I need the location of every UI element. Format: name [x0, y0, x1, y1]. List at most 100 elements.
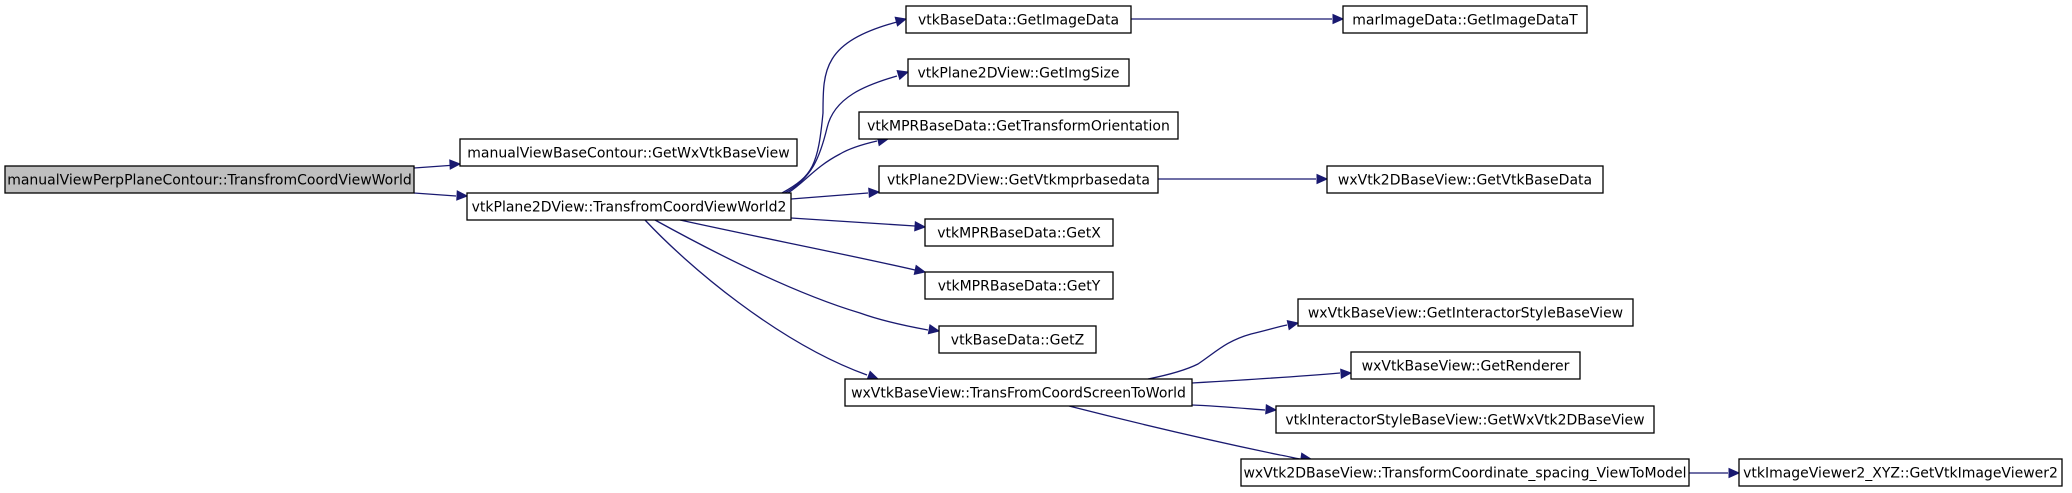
arrowhead-icon: [449, 159, 462, 170]
node-label: wxVtkBaseView::GetInteractorStyleBaseVie…: [1308, 306, 1623, 322]
node-label: vtkMPRBaseData::GetY: [938, 279, 1101, 295]
edge-line: [1191, 372, 1341, 384]
node-box: [938, 325, 1097, 354]
node-label: wxVtkBaseView::TransFromCoordScreenToWor…: [851, 386, 1186, 402]
function-node[interactable]: wxVtk2DBaseView::GetVtkBaseData: [1326, 165, 1604, 194]
function-node[interactable]: wxVtk2DBaseView::TransformCoordinate_spa…: [1240, 458, 1690, 487]
arrowhead-icon: [913, 264, 927, 275]
edge-n3-n4: [1131, 13, 1345, 25]
edge-line: [1147, 324, 1288, 380]
node-box: [907, 58, 1130, 87]
edge-n2-n3: [781, 16, 908, 194]
edge-line: [679, 219, 916, 271]
function-node[interactable]: vtkMPRBaseData::GetY: [924, 271, 1114, 300]
node-label: vtkPlane2DView::GetVtkmprbasedata: [887, 173, 1150, 189]
node-box: [1297, 298, 1634, 327]
edge-n7-n8: [1158, 173, 1329, 185]
function-node[interactable]: vtkPlane2DView::GetVtkmprbasedata: [878, 165, 1159, 194]
function-node[interactable]: vtkMPRBaseData::GetX: [924, 218, 1114, 247]
node-label: vtkInteractorStyleBaseView::GetWxVtk2DBa…: [1285, 413, 1644, 429]
function-node[interactable]: wxVtkBaseView::GetInteractorStyleBaseVie…: [1297, 298, 1634, 327]
edge-line: [784, 75, 898, 194]
edge-line: [1068, 405, 1301, 460]
edge-line: [654, 219, 929, 331]
arrowhead-icon: [1332, 13, 1345, 25]
function-node[interactable]: vtkBaseData::GetZ: [938, 325, 1097, 354]
function-node[interactable]: manualViewBaseContour::GetWxVtkBaseView: [459, 138, 798, 167]
arrowhead-icon: [914, 221, 927, 232]
edge-n2-n9: [790, 217, 927, 232]
node-label: vtkPlane2DView::GetImgSize: [918, 66, 1120, 82]
node-label: vtkMPRBaseData::GetTransformOrientation: [867, 119, 1170, 135]
edge-n2-n6: [787, 136, 890, 194]
arrowhead-icon: [1316, 173, 1329, 185]
arrowhead-icon: [1340, 368, 1353, 379]
node-box: [878, 165, 1159, 194]
arrowhead-icon: [456, 190, 469, 201]
node-box: [924, 271, 1114, 300]
edge-n2-n11: [654, 219, 941, 335]
edge-n12-n14: [1191, 368, 1353, 384]
arrowhead-icon: [927, 323, 941, 335]
arrowhead-icon: [894, 16, 908, 27]
node-box: [1326, 165, 1604, 194]
node-box: [1240, 458, 1690, 487]
edge-line: [781, 21, 898, 194]
node-box: [459, 138, 798, 167]
node-box: [1738, 458, 2063, 487]
arrowhead-icon: [1286, 320, 1300, 331]
edge-line: [644, 219, 868, 376]
edge-n0-n1: [413, 159, 462, 170]
nodes-layer: manualViewPerpPlaneContour::TransfromCoo…: [4, 5, 2063, 487]
edge-line: [790, 217, 916, 227]
arrowhead-icon: [896, 70, 910, 81]
node-label: wxVtk2DBaseView::GetVtkBaseData: [1338, 173, 1592, 189]
node-label: vtkMPRBaseData::GetX: [937, 226, 1101, 242]
arrowhead-icon: [868, 187, 881, 198]
edges-layer: [413, 13, 1741, 479]
function-node[interactable]: marImageData::GetImageDataT: [1342, 5, 1588, 34]
node-box: [844, 378, 1193, 407]
node-label: vtkBaseData::GetImageData: [918, 13, 1119, 29]
node-box: [858, 111, 1179, 140]
node-box: [1342, 5, 1588, 34]
arrowhead-icon: [1728, 467, 1741, 479]
root-function-node[interactable]: manualViewPerpPlaneContour::TransfromCoo…: [4, 165, 415, 194]
function-node[interactable]: wxVtkBaseView::GetRenderer: [1350, 351, 1581, 380]
edge-n2-n10: [679, 219, 927, 275]
edge-n16-n17: [1689, 467, 1741, 479]
node-box: [1350, 351, 1581, 380]
edge-line: [1191, 404, 1266, 411]
arrowhead-icon: [1265, 404, 1278, 415]
node-label: vtkBaseData::GetZ: [951, 333, 1084, 349]
function-node[interactable]: vtkInteractorStyleBaseView::GetWxVtk2DBa…: [1275, 405, 1655, 434]
function-node[interactable]: vtkPlane2DView::TransfromCoordViewWorld2: [466, 192, 792, 221]
node-label: marImageData::GetImageDataT: [1352, 13, 1578, 29]
edge-n12-n15: [1191, 404, 1278, 415]
edge-n2-n7: [790, 187, 881, 200]
node-label: wxVtk2DBaseView::TransformCoordinate_spa…: [1243, 466, 1686, 482]
node-box: [905, 5, 1132, 34]
function-node[interactable]: vtkPlane2DView::GetImgSize: [907, 58, 1130, 87]
node-box: [1275, 405, 1655, 434]
edge-line: [413, 192, 457, 197]
edge-line: [787, 140, 878, 194]
edge-n2-n12: [644, 219, 880, 381]
function-node[interactable]: vtkImageViewer2_XYZ::GetVtkImageViewer2: [1738, 458, 2063, 487]
node-label: vtkPlane2DView::TransfromCoordViewWorld2: [472, 200, 787, 216]
edge-n12-n16: [1068, 405, 1313, 463]
edge-n0-n2: [413, 190, 469, 201]
edge-line: [790, 192, 869, 200]
node-box: [466, 192, 792, 221]
function-node[interactable]: vtkMPRBaseData::GetTransformOrientation: [858, 111, 1179, 140]
edge-n12-n13: [1147, 320, 1300, 380]
function-node[interactable]: wxVtkBaseView::TransFromCoordScreenToWor…: [844, 378, 1193, 407]
edge-n2-n5: [784, 70, 910, 194]
node-label: wxVtkBaseView::GetRenderer: [1362, 359, 1570, 375]
node-label: vtkImageViewer2_XYZ::GetVtkImageViewer2: [1743, 466, 2058, 482]
function-node[interactable]: vtkBaseData::GetImageData: [905, 5, 1132, 34]
node-label: manualViewBaseContour::GetWxVtkBaseView: [467, 146, 789, 162]
node-label: manualViewPerpPlaneContour::TransfromCoo…: [7, 173, 412, 189]
node-box: [4, 165, 415, 194]
